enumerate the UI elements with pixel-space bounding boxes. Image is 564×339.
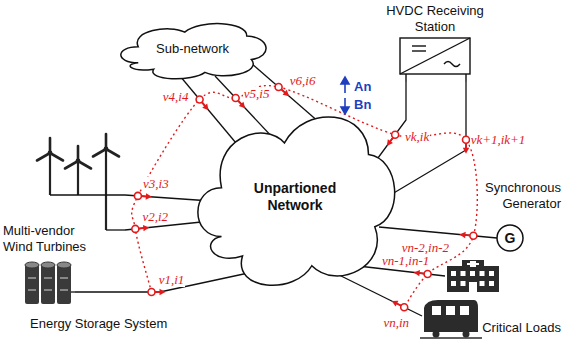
current-arrowhead [239, 102, 245, 109]
node-label: G [497, 230, 523, 247]
connector [180, 76, 236, 143]
boundary-label: Bn [353, 98, 372, 112]
critical-loads: Critical Loads [420, 258, 564, 339]
port-label: vn-1,in-1 [381, 254, 430, 268]
port-label: v2,i2 [141, 210, 169, 224]
port-label: vn,in [382, 316, 410, 330]
hvdc-station: HVDC Receiving Station [378, 0, 492, 82]
connector [387, 82, 470, 197]
measurement-point [401, 304, 408, 311]
network-cloud: Unpartioned Network [190, 100, 400, 295]
node-label: Synchronous Generator [470, 180, 561, 212]
port-label: vn-2,in-2 [401, 241, 450, 255]
connector-line [215, 76, 274, 139]
current-arrowhead [283, 90, 290, 96]
current-arrowhead [463, 148, 469, 154]
measurement-point [392, 131, 399, 138]
current-arrowhead [160, 289, 166, 295]
connector-line [375, 82, 406, 162]
connector-line [379, 227, 497, 238]
measurement-point [424, 271, 431, 278]
measurement-point [148, 289, 155, 296]
node-label: Energy Storage System [30, 316, 200, 332]
connector-line [387, 82, 466, 197]
port-label: vk+1,ik+1 [470, 133, 527, 147]
current-arrowhead [146, 193, 152, 199]
port-label: v4,i4 [162, 90, 190, 104]
node-label: Unpartioned Network [238, 180, 352, 214]
port-label: v3,i3 [142, 177, 170, 191]
node-label: Critical Loads [476, 320, 561, 336]
connector [125, 192, 211, 201]
port-label: vk,ik [404, 130, 430, 144]
port-label: v5,i5 [243, 87, 271, 101]
connector-line [333, 272, 422, 316]
port-label: v1,i1 [158, 273, 186, 287]
current-arrowhead [414, 270, 420, 276]
subnetwork-cloud: Sub-network [115, 18, 270, 82]
measurement-point [132, 225, 139, 232]
current-arrowhead [392, 301, 399, 307]
synchronous-generator: G Synchronous Generator [470, 180, 564, 255]
connector-line [75, 272, 253, 292]
measurement-point [232, 95, 239, 102]
connector [75, 272, 253, 296]
boundary-label: An [353, 80, 372, 94]
connector-line [180, 76, 236, 143]
current-arrowhead [143, 225, 149, 231]
current-arrowhead [202, 104, 208, 111]
node-label: Sub-network [135, 41, 250, 57]
measurement-point [275, 84, 282, 91]
boundary-arrows [341, 77, 349, 114]
measurement-point [470, 232, 477, 239]
current-arrowhead [459, 232, 465, 238]
wind-turbines: Multi-vendor Wind Turbines [0, 135, 130, 255]
connector [215, 76, 274, 139]
connector [375, 82, 406, 162]
node-label: HVDC Receiving Station [378, 3, 492, 35]
partition-boundary [132, 86, 478, 308]
connector [379, 227, 497, 239]
measurement-point [196, 96, 203, 103]
node-label: Multi-vendor Wind Turbines [3, 223, 91, 255]
energy-storage: Energy Storage System [10, 258, 210, 339]
port-label: v6,i6 [289, 74, 317, 88]
current-arrowhead [387, 139, 393, 146]
connector [333, 272, 422, 316]
measurement-point [134, 192, 141, 199]
measurement-point [463, 136, 470, 143]
